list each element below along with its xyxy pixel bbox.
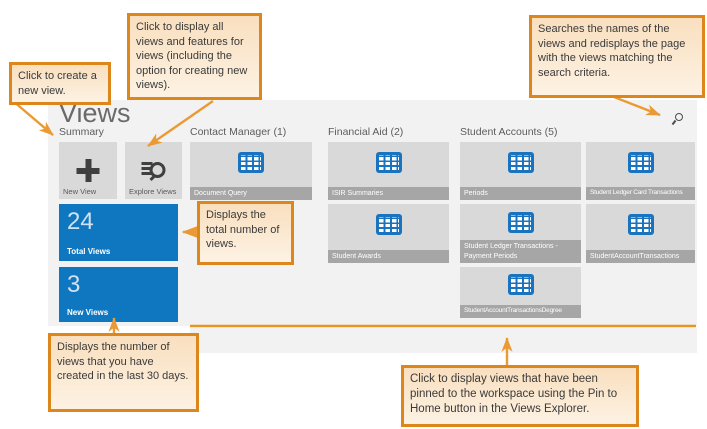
explore-views-button[interactable]: Explore Views [125,142,182,199]
callout-new-views: Displays the number of views that you ha… [48,333,199,412]
table-grid-icon [627,152,654,173]
view-tile-studentaccounttransactions[interactable]: StudentAccountTransactions [586,204,695,263]
view-tile-student-ledger-card-transactions[interactable]: Student Ledger Card Transactions [586,142,695,200]
new-views-tile[interactable]: 3 New Views [59,267,178,322]
explore-views-label: Explore Views [129,187,177,196]
view-tile-student-ledger-transactions-payment-periods[interactable]: Student Ledger Transactions - Payment Pe… [460,204,581,263]
view-tile-label: Document Query [190,186,312,200]
arrow-to-new-view-button [12,100,54,136]
view-tile-label: Periods [460,186,581,200]
view-tile-isir-summaries[interactable]: ISIR Summaries [328,142,449,200]
view-tile-label: Student Awards [328,249,449,263]
callout-explore-views: Click to display all views and features … [127,13,262,100]
view-tile-label: ISIR Summaries [328,186,449,200]
search-icon[interactable] [671,113,684,126]
total-views-value: 24 [67,208,94,235]
section-header-financial-aid: Financial Aid (2) [328,126,404,138]
callout-search: Searches the names of the views and redi… [529,15,705,98]
table-grid-icon [507,212,534,233]
new-views-value: 3 [67,271,81,298]
callout-total-views: Displays the total number of views. [197,201,294,265]
view-tile-label: Student Ledger Card Transactions [586,187,695,200]
callout-pinned-views: Click to display views that have been pi… [401,365,639,427]
table-grid-icon [627,214,654,235]
view-tile-label: StudentAccountTransactionsDegree [460,305,581,318]
view-tile-student-awards[interactable]: Student Awards [328,204,449,263]
table-grid-icon [375,214,402,235]
section-header-contact-manager: Contact Manager (1) [190,126,287,138]
plus-icon [76,159,100,182]
table-grid-icon [238,152,264,173]
table-grid-icon [507,274,534,295]
callout-create-new-view: Click to create a new view. [9,62,111,106]
new-views-label: New Views [67,308,109,317]
view-tile-document-query[interactable]: Document Query [190,142,312,200]
pinned-workspace-band [190,328,697,353]
table-grid-icon [375,152,402,173]
view-tile-label: Student Ledger Transactions - Payment Pe… [460,240,581,263]
view-tile-studentaccounttransactionsdegree[interactable]: StudentAccountTransactionsDegree [460,267,581,318]
list-magnifier-icon [141,161,166,182]
search-lens [675,113,683,121]
view-tile-periods[interactable]: Periods [460,142,581,200]
total-views-label: Total Views [67,247,111,256]
new-view-button[interactable]: New View [59,142,117,199]
total-views-tile[interactable]: 24 Total Views [59,204,178,261]
table-grid-icon [507,152,534,173]
new-view-label: New View [63,187,97,196]
view-tile-label: StudentAccountTransactions [586,249,695,263]
search-handle [671,119,677,126]
section-header-student-accounts: Student Accounts (5) [460,126,558,138]
section-header-summary: Summary [59,126,104,138]
